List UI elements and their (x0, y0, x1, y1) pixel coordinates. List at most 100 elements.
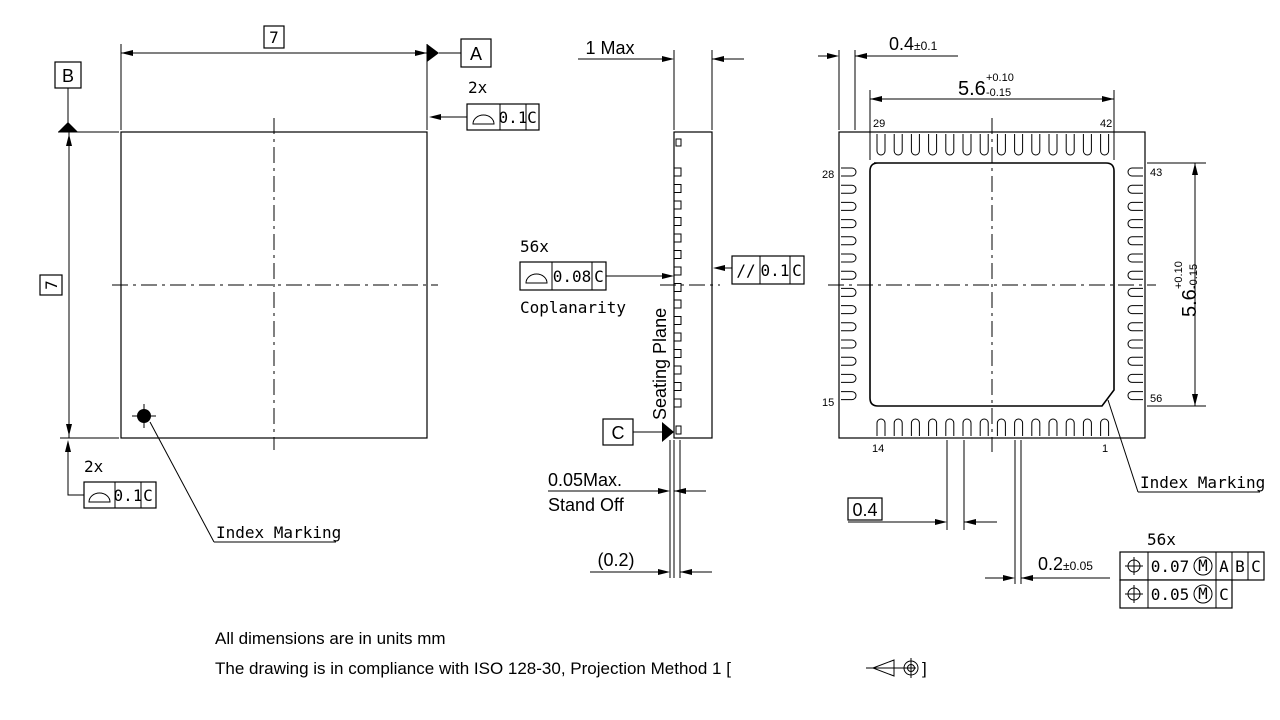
pad-left (841, 356, 857, 366)
profile-surface-icon (525, 273, 548, 284)
mmc-icon (1193, 584, 1213, 604)
pad-right (1127, 287, 1143, 297)
side-lead (673, 332, 682, 342)
pin-43-label: 43 (1150, 167, 1162, 179)
side-lead (673, 233, 682, 243)
pad-top (979, 134, 989, 156)
position-icon (1125, 585, 1143, 603)
side-lead (673, 349, 682, 358)
side-lead (673, 283, 682, 292)
datum-b: B (62, 66, 74, 86)
side-lead (673, 167, 682, 177)
pin-29-label: 29 (873, 118, 885, 130)
pad-right (1127, 373, 1143, 383)
pad-left (841, 287, 857, 297)
pad-left (841, 253, 857, 263)
pad-bottom (945, 418, 955, 436)
pad-bottom (1014, 418, 1024, 436)
note-units: All dimensions are in units mm (215, 629, 446, 648)
pad-bottom (1100, 418, 1110, 436)
pad-top (1031, 134, 1041, 156)
pad-left (841, 339, 857, 349)
span-h-tol-minus: -0.15 (986, 87, 1011, 99)
pad-bottom (962, 418, 972, 436)
flatness-value-right: 0.1 (499, 108, 528, 127)
mmc-icon (1193, 556, 1213, 576)
pad-bottom (1082, 418, 1092, 436)
pad-left (841, 184, 857, 194)
pad-left (841, 373, 857, 383)
pad-top (945, 134, 955, 156)
pad-left (841, 322, 857, 332)
span-v-tol-plus: +0.10 (1173, 261, 1185, 289)
notes: All dimensions are in units mm The drawi… (215, 629, 927, 678)
position-modifier-1: M (1198, 556, 1208, 575)
pad-bottom (893, 418, 903, 436)
index-marking-bottom: Index Marking (1140, 473, 1265, 492)
parallelism-datum: C (792, 261, 802, 280)
top-view: 7 A 2x 0.1 C B 7 2x (39, 25, 540, 543)
pad-top (1082, 134, 1092, 156)
span-h-tol-plus: +0.10 (986, 72, 1014, 84)
pad-right (1127, 391, 1143, 401)
flatness-datum-right: C (527, 108, 537, 127)
side-lead (673, 365, 682, 375)
pad-bottom (928, 418, 938, 436)
position-datum-2: C (1219, 585, 1229, 604)
pad-left (841, 219, 857, 229)
seating-plane-label: Seating Plane (650, 308, 670, 420)
span-h-dim: 5.6 (958, 78, 986, 100)
top-height-dim: 7 (42, 280, 61, 290)
pad-bottom (1065, 418, 1075, 436)
position-datum-c: C (1251, 557, 1261, 576)
pad-bottom (910, 418, 920, 436)
projection-method-icon (866, 658, 919, 678)
pad-right (1127, 219, 1143, 229)
pad-top (1100, 134, 1110, 156)
pad-right (1127, 184, 1143, 194)
position-value-1: 0.07 (1151, 557, 1190, 576)
side-lead (675, 138, 682, 147)
position-count: 56x (1147, 530, 1176, 549)
position-datum-a: A (1219, 557, 1229, 576)
pad-top (1014, 134, 1024, 156)
side-lead (673, 398, 682, 408)
flatness-count-right: 2x (468, 78, 488, 97)
pin-14-label: 14 (872, 443, 884, 455)
pad-left (841, 391, 857, 401)
coplanarity-datum: C (594, 267, 604, 286)
parallelism-icon: // (736, 261, 755, 280)
pad-right (1127, 253, 1143, 263)
standoff-value: 0.05Max. (548, 470, 622, 490)
pad-right (1127, 339, 1143, 349)
pad-top (928, 134, 938, 156)
pad-bottom (876, 418, 886, 436)
index-marking-top: Index Marking (216, 523, 341, 542)
pad-bottom (1031, 418, 1041, 436)
side-lead (675, 425, 682, 435)
pin-42-label: 42 (1100, 118, 1112, 130)
coplanarity-count: 56x (520, 237, 549, 256)
side-lead (673, 316, 682, 325)
lead-width-top-dim: 0.4±0.1 (889, 34, 938, 54)
flatness-icon (88, 492, 111, 503)
pitch-dim: 0.4 (852, 500, 877, 520)
pad-left (841, 270, 857, 280)
pad-bottom (979, 418, 989, 436)
flatness-icon (472, 114, 495, 125)
side-lead (673, 382, 682, 391)
pad-bottom (996, 418, 1006, 436)
thickness-ref: (0.2) (597, 550, 634, 570)
side-lead (673, 200, 682, 210)
pin-1-label: 1 (1102, 443, 1108, 455)
pad-left (841, 201, 857, 211)
pad-top (876, 134, 886, 156)
lead-width-dim: 0.2±0.05 (1038, 554, 1093, 574)
pad-top (910, 134, 920, 156)
position-datum-b: B (1235, 557, 1245, 576)
flatness-datum-left: C (143, 486, 153, 505)
datum-c: C (612, 423, 625, 443)
note-iso-end: ] (922, 659, 927, 678)
pad-left (841, 236, 857, 246)
position-icon (1125, 557, 1143, 575)
